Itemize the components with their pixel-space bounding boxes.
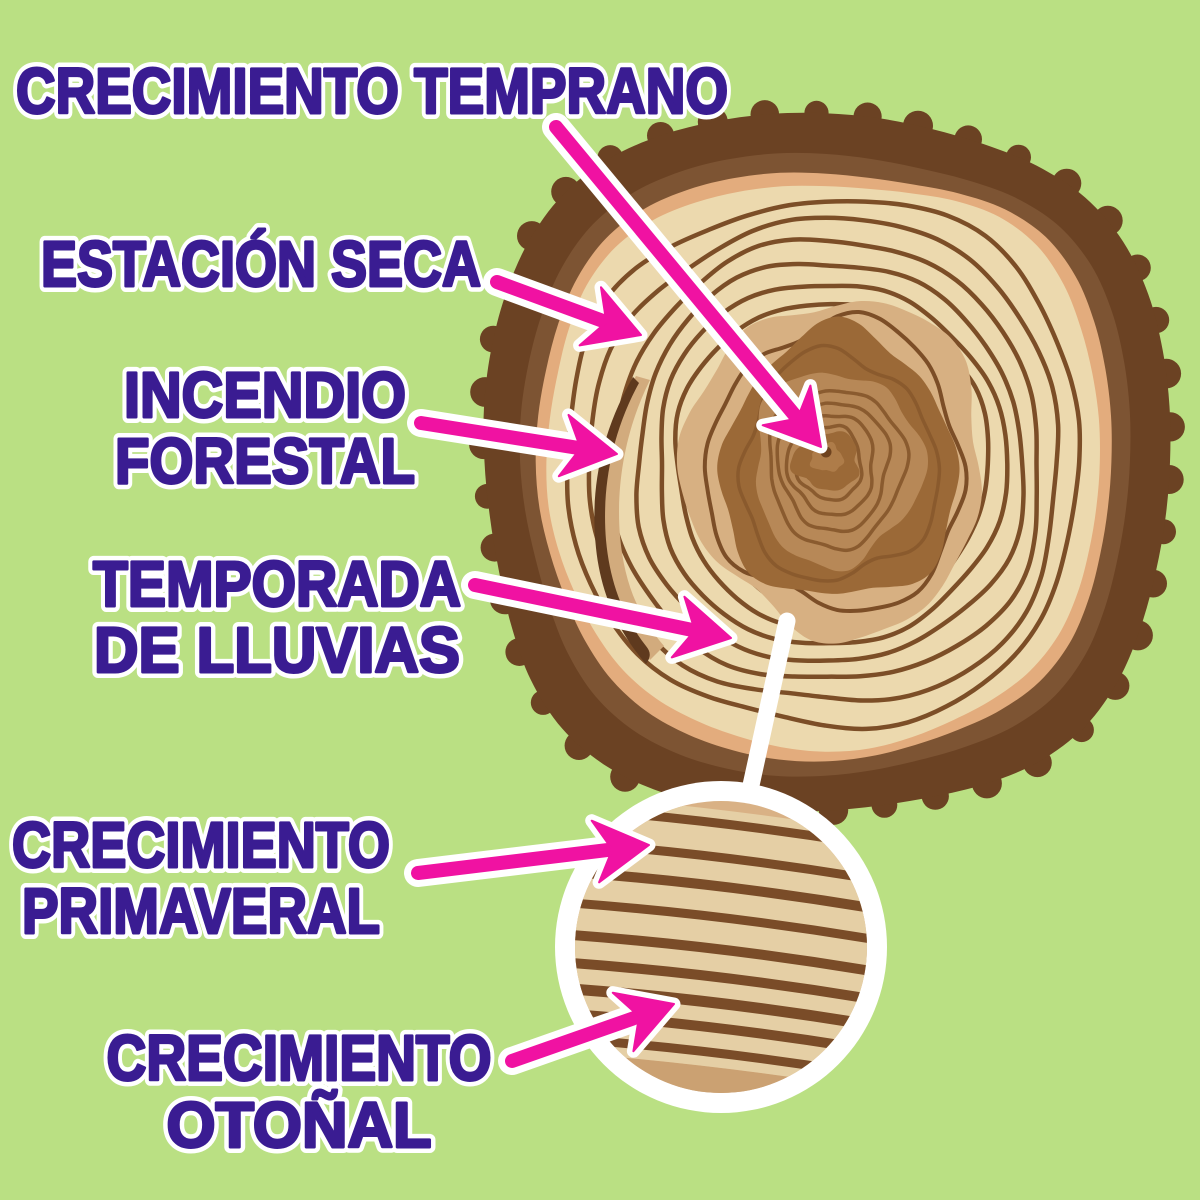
annotation-labels: CRECIMIENTO TEMPRANO CRECIMIENTO TEMPRAN… [6,49,734,1167]
growth-ring [784,413,875,517]
growth-ring [634,261,1026,664]
arrow-estacion-seca [483,268,648,352]
label-crecimiento-primaveral-outline-1: CRECIMIENTO [12,809,390,881]
growth-ring [767,388,911,553]
inset-ring-line [575,930,867,976]
inset-ring-line [575,898,867,944]
label-estacion-seca-outline: ESTACIÓN SECA [41,228,481,300]
label-temporada-de-lluvias: TEMPORADA TEMPORADA DE LLUVIAS DE LLUVIA… [87,542,467,692]
inset-autumn-band [575,1053,867,1093]
arrow-shaft [414,416,595,457]
inset-ring-line [575,958,867,1004]
label-incendio-forestal-text-1: INCENDIO [124,359,406,431]
magnifier-connector-line [739,612,796,808]
label-crecimiento-primaveral-outline-2: PRIMAVERAL [22,875,380,947]
arrow-head [590,819,650,884]
arrow-crecimiento-primaveral [404,814,656,889]
arrow-shaft [490,275,621,332]
arrow-head [761,384,822,448]
annotation-arrows [404,113,828,1075]
arrow-shaft [468,578,709,639]
label-estacion-seca-text: ESTACIÓN SECA [41,228,481,300]
label-crecimiento-otonal: CRECIMIENTO CRECIMIENTO OTOÑAL OTOÑAL [101,1016,498,1167]
growth-ring [702,309,969,614]
label-temporada-de-lluvias-text-1: TEMPORADA [93,548,461,620]
label-estacion-seca: ESTACIÓN SECA ESTACIÓN SECA [35,222,487,306]
label-crecimiento-otonal-outline-2: OTOÑAL [167,1089,432,1161]
arrow-head [578,286,642,347]
label-incendio-forestal-text-2: FORESTAL [115,425,415,497]
label-incendio-forestal: INCENDIO INCENDIO FORESTAL FORESTAL [109,353,421,503]
arrow-temporada-de-lluvias [461,571,738,664]
arrow-shaft [549,120,810,432]
growth-ring [775,401,893,534]
arrow-shaft [411,841,627,880]
label-crecimiento-otonal-text-1: CRECIMIENTO [107,1022,492,1094]
arrow-crecimiento-otonal [498,986,681,1075]
label-temporada-de-lluvias-outline-2: DE LLUVIAS [94,614,460,686]
label-crecimiento-otonal-text-2: OTOÑAL [167,1089,432,1161]
arrow-head [557,413,618,478]
growth-ring [659,283,1010,646]
arrow-head [670,595,732,659]
label-crecimiento-temprano: CRECIMIENTO TEMPRANO CRECIMIENTO TEMPRAN… [10,49,734,133]
label-crecimiento-primaveral: CRECIMIENTO CRECIMIENTO PRIMAVERAL PRIMA… [6,803,396,953]
label-temporada-de-lluvias-outline-1: TEMPORADA [93,548,461,620]
growth-ring [736,343,942,583]
label-crecimiento-primaveral-text-2: PRIMAVERAL [22,875,380,947]
label-crecimiento-otonal-outline-1: CRECIMIENTO [107,1022,492,1094]
arrow-head [611,991,675,1053]
label-temporada-de-lluvias-text-2: DE LLUVIAS [94,614,460,686]
label-crecimiento-temprano-text: CRECIMIENTO TEMPRANO [16,55,728,127]
arrow-shaft [505,1006,653,1068]
label-crecimiento-primaveral-text-1: CRECIMIENTO [12,809,390,881]
arrow-incendio-forestal [407,408,624,483]
label-incendio-forestal-outline-1: INCENDIO [124,359,406,431]
arrow-crecimiento-temprano [542,113,828,454]
label-crecimiento-temprano-outline: CRECIMIENTO TEMPRANO [16,55,728,127]
label-incendio-forestal-outline-2: FORESTAL [115,425,415,497]
